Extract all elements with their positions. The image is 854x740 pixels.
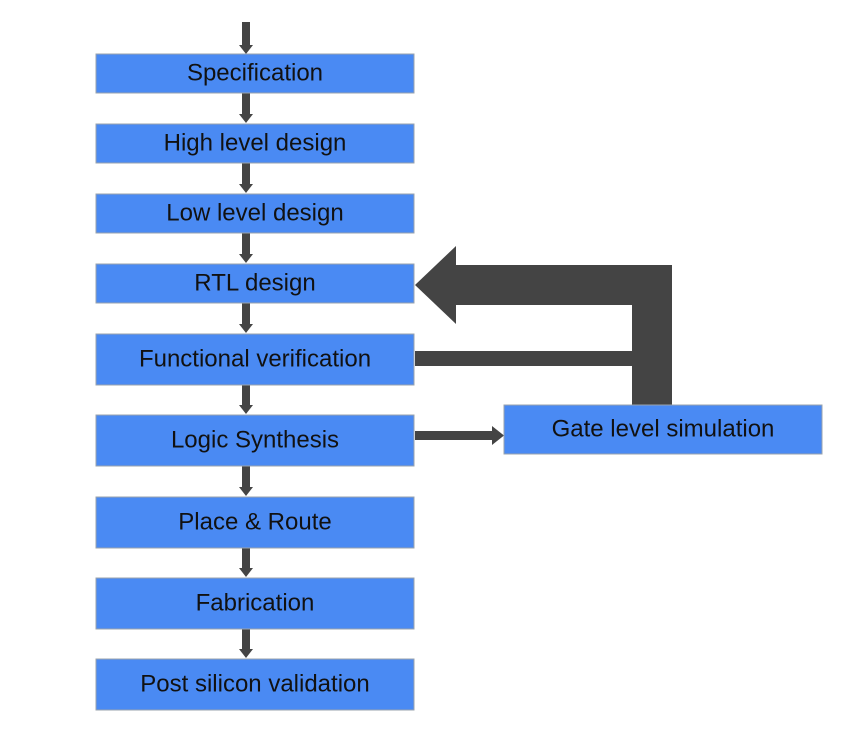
feedback-arrow-to-rtl-design	[415, 246, 672, 405]
step-low-level-design: Low level design	[95, 193, 415, 234]
step-place-and-route: Place & Route	[95, 496, 415, 549]
step-label: Low level design	[166, 199, 343, 226]
step-label: RTL design	[194, 269, 315, 296]
arrow-rtl-design-to-functional-verification	[239, 303, 253, 333]
step-label: Gate level simulation	[552, 415, 775, 442]
step-rtl-design: RTL design	[95, 263, 415, 304]
feedback-line-from-functional-verification	[415, 351, 635, 366]
arrow-logic-synthesis-to-place-and-route	[239, 466, 253, 496]
step-label: Fabrication	[196, 589, 315, 616]
step-gate-level-simulation: Gate level simulation	[503, 404, 823, 455]
step-fabrication: Fabrication	[95, 577, 415, 630]
step-label: High level design	[164, 129, 347, 156]
arrow-place-and-route-to-fabrication	[239, 548, 253, 577]
step-label: Post silicon validation	[140, 670, 369, 697]
entry-arrow	[239, 22, 253, 54]
step-specification: Specification	[95, 53, 415, 94]
arrow-fabrication-to-post-silicon-validation	[239, 629, 253, 658]
arrow-low-level-design-to-rtl-design	[239, 233, 253, 263]
arrow-functional-verification-to-logic-synthesis	[239, 385, 253, 414]
step-high-level-design: High level design	[95, 123, 415, 164]
step-functional-verification: Functional verification	[95, 333, 415, 386]
arrow-logic-synthesis-to-gate-level-simulation	[415, 426, 504, 445]
step-label: Functional verification	[139, 345, 371, 372]
arrow-high-level-design-to-low-level-design	[239, 163, 253, 193]
step-label: Specification	[187, 59, 323, 86]
step-logic-synthesis: Logic Synthesis	[95, 414, 415, 467]
step-label: Logic Synthesis	[171, 426, 339, 453]
step-post-silicon-validation: Post silicon validation	[95, 658, 415, 711]
arrow-specification-to-high-level-design	[239, 93, 253, 123]
step-label: Place & Route	[178, 508, 331, 535]
